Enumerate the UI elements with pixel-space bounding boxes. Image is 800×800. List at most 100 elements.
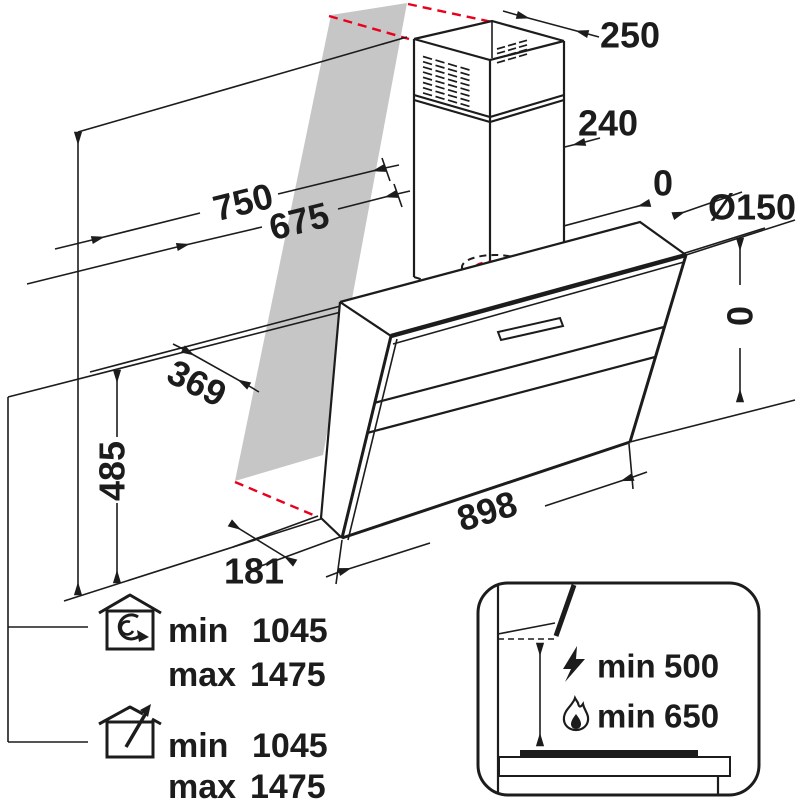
lightning-bolt-icon xyxy=(563,646,585,682)
legend-recirculation: min 1045 max 1475 xyxy=(98,593,328,694)
vent-slot xyxy=(447,62,458,68)
recirculation-max-value: 1475 xyxy=(250,656,326,694)
floor-line xyxy=(63,508,353,602)
vent-slot xyxy=(447,88,458,94)
house-recirculation-icon xyxy=(98,593,162,651)
vent-slot xyxy=(435,85,445,90)
inset-hob-surface xyxy=(520,750,698,757)
dim-label-369: 369 xyxy=(161,351,233,415)
vent-slot xyxy=(435,80,445,85)
ducted-min-value: 1045 xyxy=(252,727,328,765)
house-walls xyxy=(105,609,155,651)
red-marking-bottom xyxy=(234,480,319,519)
vent-slot xyxy=(435,59,445,64)
hood-left-inner-edge xyxy=(347,338,398,541)
electric-clearance-value: 500 xyxy=(664,648,719,685)
dim-line xyxy=(180,345,252,390)
extraction-arrow-line xyxy=(124,712,148,748)
vent-slot xyxy=(460,66,470,71)
hood-outline-fill xyxy=(321,222,686,538)
vent-slot xyxy=(447,94,458,99)
dim-label-zero-right: 0 xyxy=(720,306,761,326)
hood-right-edge xyxy=(628,254,688,443)
gas-clearance-label: min xyxy=(597,698,656,735)
ducted-min-label: min xyxy=(168,727,228,765)
vent-slot xyxy=(422,81,433,87)
vent-slot xyxy=(435,95,445,101)
vent-slot xyxy=(422,76,433,81)
dim-label-750: 750 xyxy=(209,175,277,229)
chimney-section-joint xyxy=(413,93,565,124)
vent-slot xyxy=(507,51,517,56)
vent-slot xyxy=(460,97,470,103)
dim-label-485: 485 xyxy=(92,441,133,501)
dim-250: 250 xyxy=(502,10,660,56)
dim-line xyxy=(175,226,263,252)
dim-label-250: 250 xyxy=(600,15,660,56)
vent-grille-left xyxy=(422,55,470,108)
vent-slot xyxy=(518,53,528,58)
dim-line xyxy=(337,189,399,210)
vent-slot xyxy=(447,83,458,89)
house-extraction-icon xyxy=(98,704,162,759)
vent-slot xyxy=(447,99,458,104)
legend-ducted: min 1045 max 1475 xyxy=(98,704,328,800)
vent-slot xyxy=(496,50,506,55)
dim-line xyxy=(544,473,635,507)
vent-slot xyxy=(460,92,470,97)
dim-line xyxy=(337,542,431,576)
hood-top-back-edges xyxy=(339,220,687,304)
recirculation-max-label: max xyxy=(168,656,236,694)
vent-slot xyxy=(496,59,506,64)
vent-slot xyxy=(435,74,445,80)
house-roof xyxy=(98,593,162,615)
construction-lines xyxy=(7,36,796,743)
house-walls xyxy=(105,720,155,759)
ref-line xyxy=(77,36,408,133)
dim-overshoot xyxy=(54,239,93,250)
wall-shade xyxy=(235,3,407,481)
vent-slot xyxy=(518,44,528,49)
vent-slot xyxy=(496,55,506,60)
legend-reference-lines xyxy=(7,397,88,743)
vent-slot xyxy=(460,76,470,82)
vent-slot xyxy=(447,68,458,73)
ducted-max-value: 1475 xyxy=(250,768,326,800)
vent-grille-right xyxy=(496,39,528,64)
flame-outline xyxy=(562,694,590,732)
dim-label-181: 181 xyxy=(224,551,284,592)
dim-label-240: 240 xyxy=(578,103,638,144)
chimney-top-back-rim xyxy=(413,19,565,43)
red-marking-top-right xyxy=(407,2,493,24)
vent-slot xyxy=(460,87,470,92)
vent-slot xyxy=(422,71,433,76)
hood-glass-inner-edge xyxy=(392,261,685,345)
electric-clearance-label: min xyxy=(597,648,656,685)
dim-extension xyxy=(335,443,634,585)
vent-slot xyxy=(518,48,528,53)
inset-counter xyxy=(498,756,731,777)
vent-slot xyxy=(518,39,528,44)
vent-slot xyxy=(507,47,517,52)
inset-frame xyxy=(476,581,761,797)
dim-overshoot xyxy=(632,471,648,478)
dim-overshoot xyxy=(26,246,178,285)
vent-slot xyxy=(460,102,470,108)
flame-inner-drop xyxy=(571,714,581,729)
inset-hood-bottom xyxy=(497,622,556,635)
recirculation-arrow-curl xyxy=(119,620,135,636)
ducted-max-label: max xyxy=(168,768,236,800)
vent-slot xyxy=(435,64,445,69)
vent-slot xyxy=(422,60,433,66)
vent-slot xyxy=(507,56,517,61)
dim-label-zero-back: 0 xyxy=(653,163,673,204)
gas-clearance-value: 650 xyxy=(664,698,719,735)
vent-slot xyxy=(422,55,433,61)
dim-overshoot xyxy=(502,10,600,38)
vent-slot xyxy=(435,69,445,75)
dim-overshoot xyxy=(325,571,340,578)
vent-slot xyxy=(447,78,458,83)
vent-slot xyxy=(460,71,470,77)
dim-extension xyxy=(381,157,400,182)
